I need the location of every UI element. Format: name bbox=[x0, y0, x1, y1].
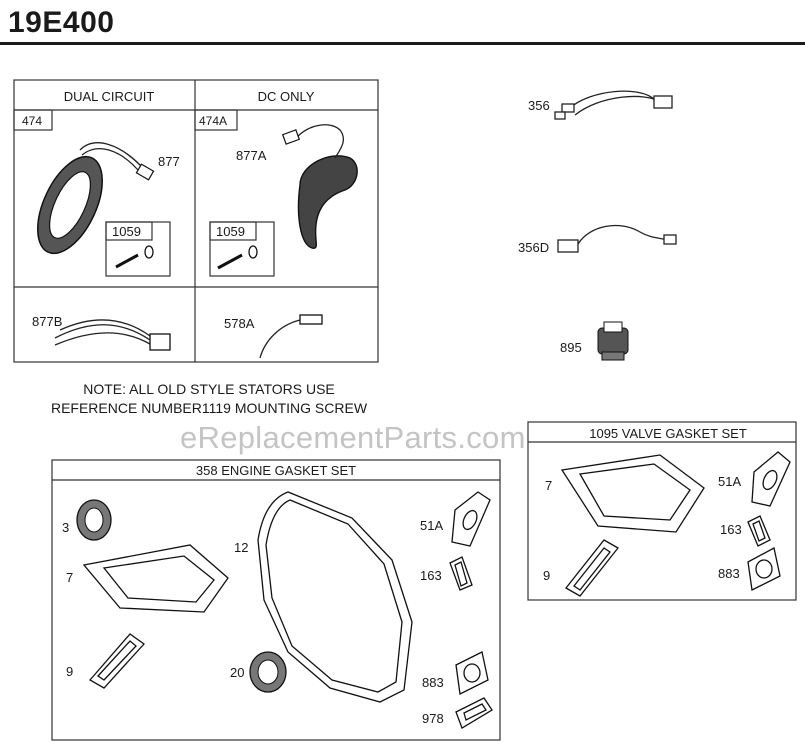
eg-label-20: 20 bbox=[230, 665, 244, 680]
eg-label-163: 163 bbox=[420, 568, 442, 583]
vg-label-7: 7 bbox=[545, 478, 552, 493]
valve-gasket-set-box bbox=[527, 421, 797, 601]
part-label-895: 895 bbox=[560, 340, 582, 355]
vg-label-883: 883 bbox=[718, 566, 740, 581]
title-rule bbox=[0, 42, 805, 45]
eg-label-3: 3 bbox=[62, 520, 69, 535]
part-label-474: 474 bbox=[22, 114, 42, 128]
wire-578a-drawing bbox=[259, 314, 323, 359]
eg-gasket-883-drawing bbox=[455, 651, 489, 695]
eg-label-9: 9 bbox=[66, 664, 73, 679]
wire-harness-877b-drawing bbox=[54, 319, 171, 351]
part-label-578a: 578A bbox=[224, 316, 255, 331]
crankcase-gasket-12-drawing bbox=[257, 491, 413, 703]
valve-gasket-set-header: 1095 VALVE GASKET SET bbox=[589, 426, 747, 441]
vg-label-9: 9 bbox=[543, 568, 550, 583]
vg-label-51a: 51A bbox=[718, 474, 741, 489]
cover-gasket-9-drawing bbox=[88, 633, 145, 689]
stator-note: NOTE: ALL OLD STYLE STATORS USE REFERENC… bbox=[14, 380, 404, 418]
vg-gasket-883-drawing bbox=[747, 547, 781, 591]
vg-gasket-51a-drawing bbox=[751, 451, 791, 507]
harness-356d-drawing bbox=[557, 224, 677, 253]
page-title: 19E400 bbox=[8, 6, 115, 39]
part-label-1059-right: 1059 bbox=[216, 224, 245, 239]
head-gasket-7-drawing bbox=[82, 544, 229, 613]
switch-895-drawing bbox=[597, 321, 629, 361]
screw-washer-right bbox=[217, 245, 258, 270]
part-label-1059-left: 1059 bbox=[112, 224, 141, 239]
part-label-877b: 877B bbox=[32, 314, 62, 329]
eg-label-978: 978 bbox=[422, 711, 444, 726]
harness-356-drawing bbox=[554, 90, 673, 120]
seal-20-drawing bbox=[249, 651, 287, 693]
vg-label-163: 163 bbox=[720, 522, 742, 537]
part-label-474a: 474A bbox=[199, 114, 227, 128]
eg-gasket-978-drawing bbox=[455, 697, 493, 729]
eg-gasket-51a-drawing bbox=[451, 491, 491, 547]
eg-label-51a: 51A bbox=[420, 518, 443, 533]
dual-circuit-header: DUAL CIRCUIT bbox=[64, 89, 155, 104]
part-label-356d: 356D bbox=[518, 240, 549, 255]
stator-dual-circuit-drawing bbox=[37, 142, 155, 255]
vg-gasket-7-drawing bbox=[560, 454, 705, 533]
engine-gasket-set-box bbox=[51, 459, 501, 741]
vg-gasket-163-drawing bbox=[747, 515, 771, 547]
note-line-2: REFERENCE NUMBER1119 MOUNTING SCREW bbox=[50, 400, 368, 416]
seal-3-drawing bbox=[76, 499, 112, 541]
screw-washer-left bbox=[115, 245, 154, 269]
eg-label-12: 12 bbox=[234, 540, 248, 555]
watermark: eReplacementParts.com bbox=[180, 420, 526, 455]
part-label-877: 877 bbox=[158, 154, 180, 169]
engine-gasket-set-header: 358 ENGINE GASKET SET bbox=[196, 463, 356, 478]
vg-gasket-9-drawing bbox=[565, 539, 619, 597]
stator-box bbox=[13, 79, 379, 363]
dc-only-header: DC ONLY bbox=[258, 89, 315, 104]
stator-dc-only-drawing bbox=[281, 124, 358, 249]
eg-label-883: 883 bbox=[422, 675, 444, 690]
eg-gasket-163-drawing bbox=[449, 556, 473, 591]
eg-label-7: 7 bbox=[66, 570, 73, 585]
part-label-877a: 877A bbox=[236, 148, 267, 163]
part-label-356: 356 bbox=[528, 98, 550, 113]
note-line-1: NOTE: ALL OLD STYLE STATORS USE bbox=[83, 381, 335, 397]
